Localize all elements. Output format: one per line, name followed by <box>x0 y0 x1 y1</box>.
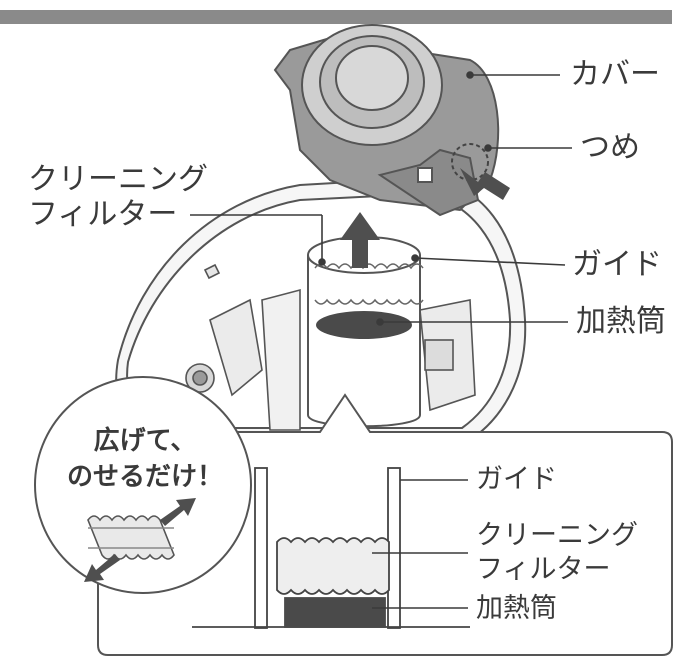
detail-label-filter-line1: クリーニング <box>476 520 638 551</box>
claw-push-arrow <box>460 168 510 200</box>
heating-tube-top <box>316 311 412 339</box>
bubble-arrows <box>84 498 196 582</box>
machine-internals <box>185 263 476 431</box>
cover-part <box>273 24 500 217</box>
detail-label-filter-line2: フィルター <box>476 554 611 585</box>
bubble-text-line2: のせるだけ！ <box>66 462 223 492</box>
callout-lines <box>190 71 572 326</box>
lift-arrow <box>340 212 380 268</box>
label-claw: つめ <box>580 130 640 165</box>
label-cover: カバー <box>570 57 660 92</box>
bubble-text-line1: 広げて、 <box>93 426 197 456</box>
label-filter-line2: フィルター <box>28 197 178 232</box>
label-guide: ガイド <box>572 247 662 282</box>
detail-label-guide: ガイド <box>476 464 557 495</box>
detail-lines <box>372 479 468 609</box>
detail-label-heating-tube: 加熱筒 <box>476 593 557 624</box>
detail-drawing <box>192 467 470 629</box>
bubble-filter-illustration <box>87 515 175 560</box>
label-filter-line1: クリーニング <box>28 162 208 197</box>
tip-bubble <box>34 376 252 594</box>
label-heating-tube: 加熱筒 <box>576 304 666 339</box>
header-bar <box>0 10 672 24</box>
